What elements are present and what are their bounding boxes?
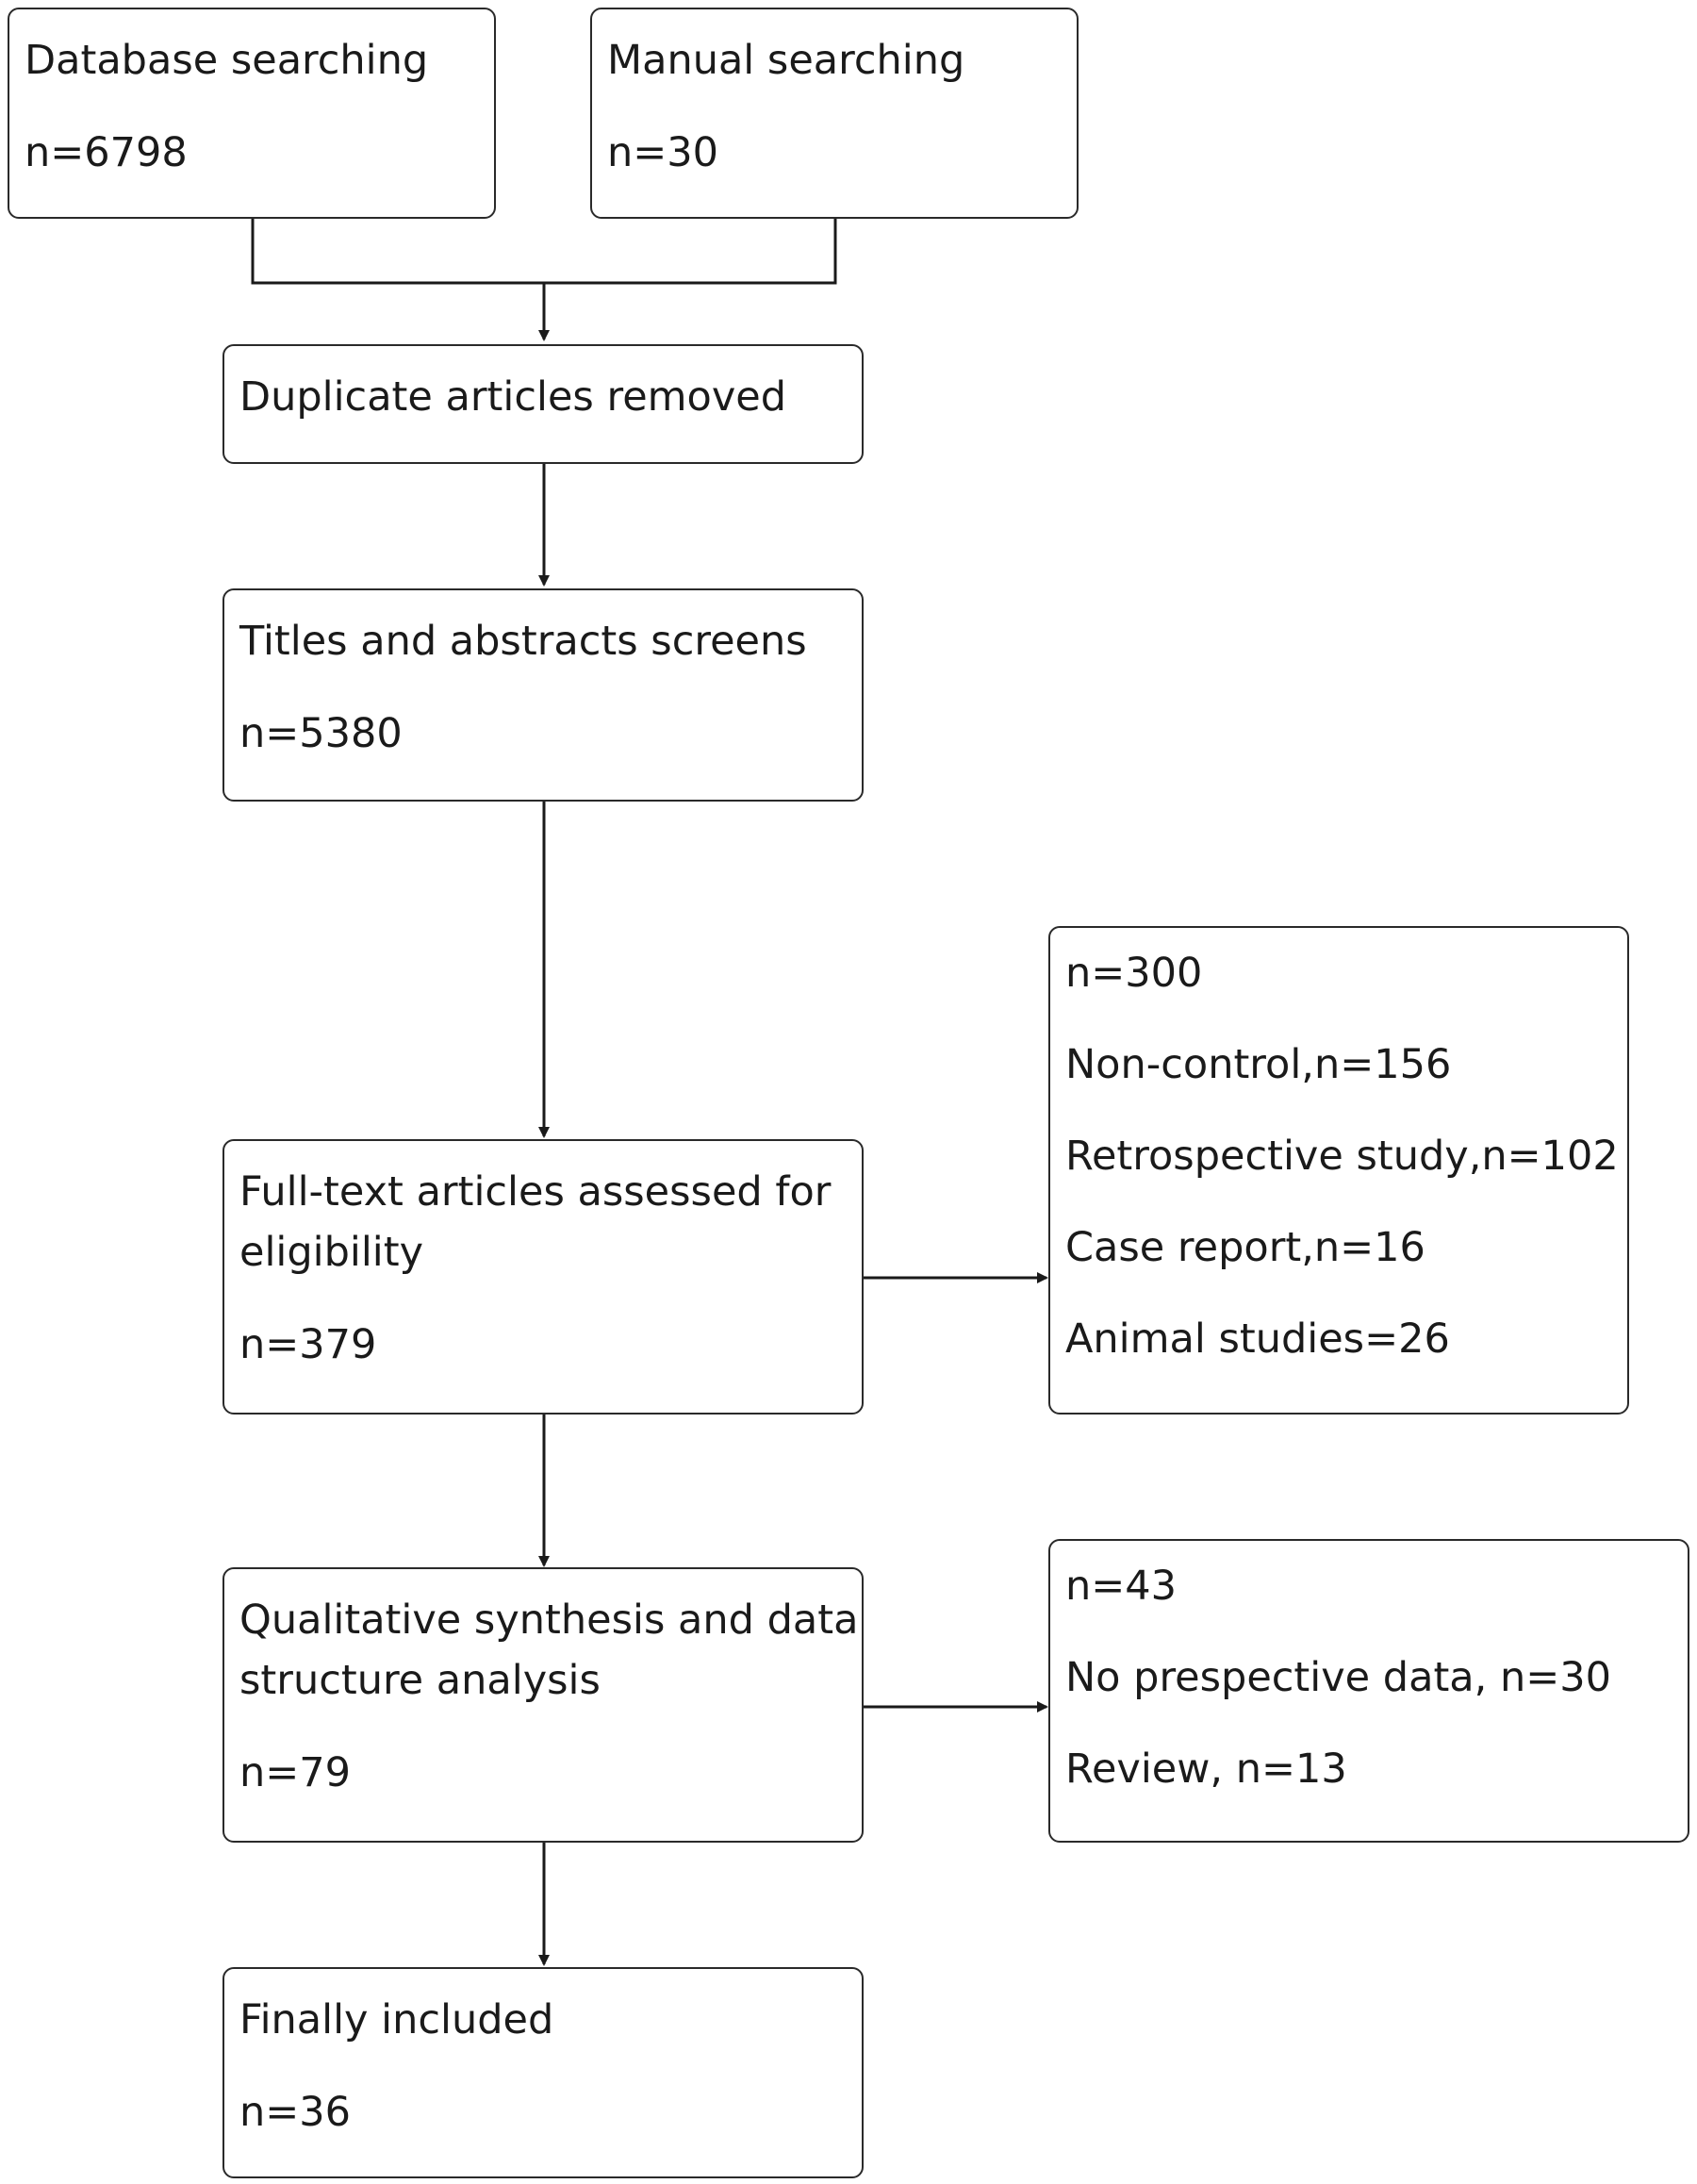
duplicates-removed-box: Duplicate articles removed (222, 344, 864, 464)
excluded-fulltext-box: n=300 Non-control,n=156 Retrospective st… (1048, 926, 1629, 1415)
finally-included-box: Finally included n=36 (222, 1967, 864, 2178)
excluded-reason-item: Animal studies=26 (1065, 1315, 1450, 1363)
manual-searching-box: Manual searching n=30 (590, 8, 1079, 219)
fulltext-assessed-box: Full-text articles assessed for eligibil… (222, 1139, 864, 1415)
fulltext-assessed-title-line2: eligibility (239, 1229, 424, 1276)
excluded-reason-item: Non-control,n=156 (1065, 1041, 1452, 1088)
finally-included-title: Finally included (239, 1996, 554, 2043)
fulltext-assessed-count: n=379 (239, 1321, 377, 1368)
fulltext-assessed-title-line1: Full-text articles assessed for (239, 1168, 832, 1216)
excluded-reason-item: Retrospective study,n=102 (1065, 1133, 1619, 1180)
excluded-reason-item: No prespective data, n=30 (1065, 1654, 1611, 1701)
excluded-reason-item: Case report,n=16 (1065, 1224, 1425, 1271)
titles-abstracts-title: Titles and abstracts screens (239, 618, 807, 665)
qualitative-synthesis-count: n=79 (239, 1749, 351, 1796)
merge-connector (251, 217, 837, 285)
manual-searching-count: n=30 (607, 129, 718, 176)
duplicates-removed-title: Duplicate articles removed (239, 373, 787, 421)
qualitative-synthesis-title-line2: structure analysis (239, 1657, 601, 1704)
excluded-synthesis-total: n=43 (1065, 1563, 1177, 1610)
database-searching-box: Database searching n=6798 (8, 8, 496, 219)
excluded-fulltext-total: n=300 (1065, 950, 1203, 997)
qualitative-synthesis-box: Qualitative synthesis and data structure… (222, 1567, 864, 1843)
excluded-reason-item: Review, n=13 (1065, 1746, 1347, 1793)
database-searching-count: n=6798 (25, 129, 188, 176)
qualitative-synthesis-title-line1: Qualitative synthesis and data (239, 1597, 859, 1644)
titles-abstracts-count: n=5380 (239, 710, 403, 757)
database-searching-title: Database searching (25, 37, 429, 84)
titles-abstracts-box: Titles and abstracts screens n=5380 (222, 588, 864, 802)
manual-searching-title: Manual searching (607, 37, 965, 84)
finally-included-count: n=36 (239, 2089, 351, 2136)
excluded-synthesis-box: n=43 No prespective data, n=30 Review, n… (1048, 1539, 1689, 1843)
